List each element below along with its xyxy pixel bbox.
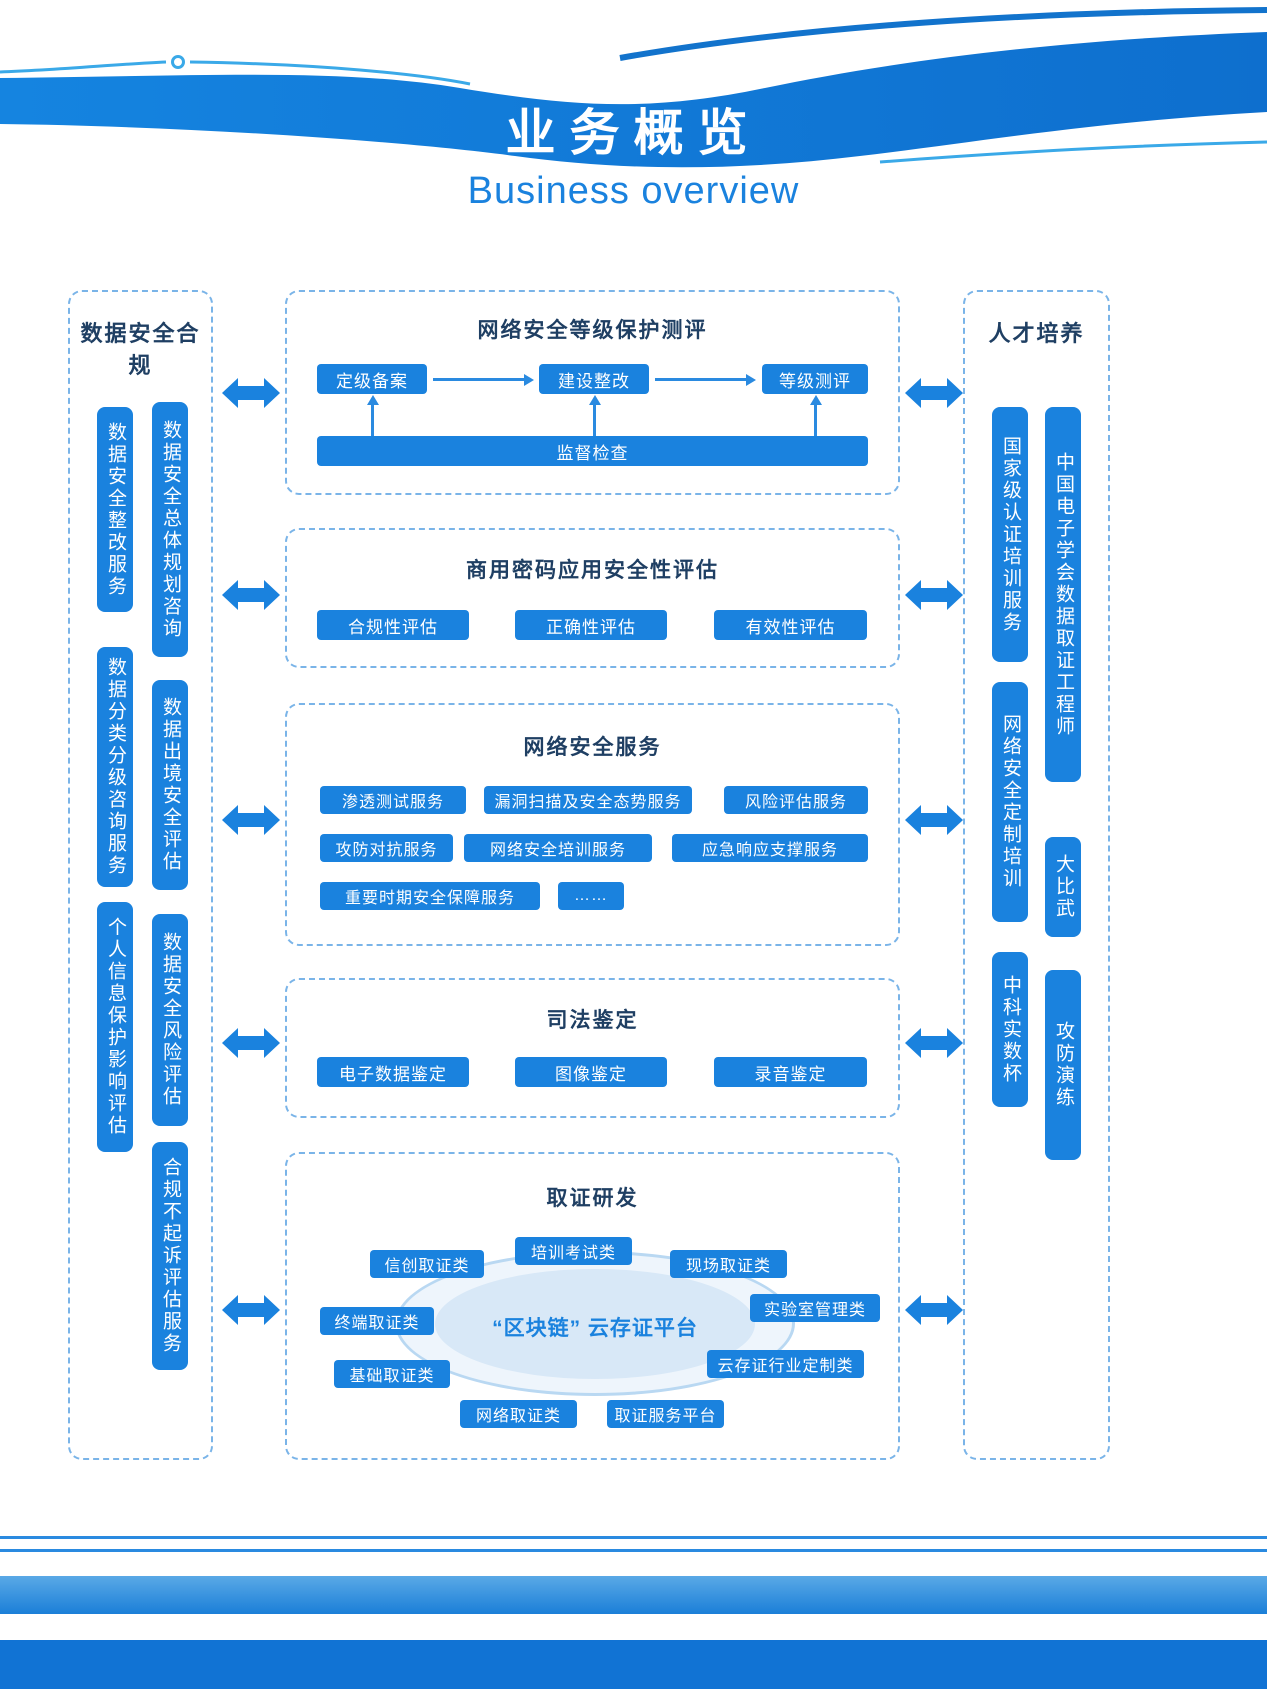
section-level-protection: 网络安全等级保护测评 定级备案 建设整改 等级测评 监督检查	[285, 290, 900, 495]
page-title: 业务概览	[505, 105, 762, 161]
section-title-services: 网络安全服务	[523, 736, 662, 759]
connector-left-section5	[222, 1295, 280, 1325]
judicial-image: 图像鉴定	[515, 1057, 667, 1087]
crypto-effectiveness-assessment: 有效性评估	[714, 610, 867, 640]
left-item-export-assessment: 数据出境安全评估	[152, 680, 188, 890]
page-subtitle: Business overview	[467, 170, 800, 212]
section-forensics-rnd: 取证研发 “区块链” 云存证平台 信创取证类 培训考试类 现场取证类 终端取证类…	[285, 1152, 900, 1460]
bottom-band-gradient	[0, 1576, 1267, 1614]
forensics-network: 网络取证类	[460, 1400, 577, 1428]
left-item-non-prosecution: 合规不起诉评估服务	[152, 1142, 188, 1370]
connector-left-section2	[222, 580, 280, 610]
forensics-training-exam: 培训考试类	[515, 1237, 632, 1265]
step-construction-rectification: 建设整改	[539, 364, 649, 394]
left-item-pipa-assessment: 个人信息保护影响评估	[97, 902, 133, 1152]
left-item-risk-assessment: 数据安全风险评估	[152, 914, 188, 1126]
wave-band	[0, 32, 1267, 168]
blockchain-platform-label: “区块链” 云存证平台	[492, 1317, 698, 1340]
section-title-level-protection: 网络安全等级保护测评	[477, 319, 708, 342]
step-level-evaluation: 等级测评	[762, 364, 868, 394]
section-judicial: 司法鉴定 电子数据鉴定 图像鉴定 录音鉴定	[285, 978, 900, 1118]
forensics-cloud-custom: 云存证行业定制类	[707, 1350, 864, 1378]
forensics-service-platform: 取证服务平台	[607, 1400, 724, 1428]
right-item-custom-training: 网络安全定制培训	[992, 682, 1028, 922]
connector-right-section3	[905, 805, 963, 835]
arrow-supervision-step3	[809, 395, 822, 436]
header-wave-graphic	[0, 7, 1267, 168]
judicial-electronic-data: 电子数据鉴定	[317, 1057, 469, 1087]
platform-ellipse-inner	[435, 1269, 755, 1379]
service-emergency-response: 应急响应支撑服务	[672, 834, 868, 862]
bottom-band-solid	[0, 1640, 1267, 1689]
decor-circle	[171, 55, 185, 69]
right-item-competition: 大比武	[1045, 837, 1081, 937]
right-thin-line	[879, 140, 1267, 164]
bottom-thin-line-1	[0, 1536, 1267, 1539]
section-security-services: 网络安全服务 渗透测试服务 漏洞扫描及安全态势服务 风险评估服务 攻防对抗服务 …	[285, 703, 900, 946]
judicial-audio: 录音鉴定	[714, 1057, 867, 1087]
service-attack-defense: 攻防对抗服务	[320, 834, 453, 862]
right-item-forensics-engineer: 中国电子学会数据取证工程师	[1045, 407, 1081, 782]
service-risk-assessment: 风险评估服务	[724, 786, 868, 814]
arrow-step1-step2	[433, 373, 534, 386]
right-item-zhongke-cup: 中科实数杯	[992, 952, 1028, 1107]
arrow-supervision-step1	[366, 395, 379, 436]
forensics-lab-management: 实验室管理类	[750, 1294, 880, 1322]
service-key-period-assurance: 重要时期安全保障服务	[320, 882, 540, 910]
forensics-basic: 基础取证类	[334, 1360, 450, 1388]
service-penetration-testing: 渗透测试服务	[320, 786, 466, 814]
step-grading-filing: 定级备案	[317, 364, 427, 394]
connector-left-section4	[222, 1028, 280, 1058]
left-item-rectification-service: 数据安全整改服务	[97, 407, 133, 612]
service-more-ellipsis: ……	[558, 882, 624, 910]
panel-talent-cultivation: 人才培养 国家级认证培训服务 网络安全定制培训 中科实数杯 中国电子学会数据取证…	[963, 290, 1110, 1460]
left-item-planning-consulting: 数据安全总体规划咨询	[152, 402, 188, 657]
section-title-crypto: 商用密码应用安全性评估	[466, 559, 719, 582]
right-item-attack-defense-drill: 攻防演练	[1045, 970, 1081, 1160]
left-panel-title: 数据安全合规	[80, 321, 201, 378]
right-panel-title: 人才培养	[988, 321, 1085, 346]
forensics-terminal: 终端取证类	[320, 1307, 434, 1335]
left-item-classification-consulting: 数据分类分级咨询服务	[97, 647, 133, 887]
connector-right-section4	[905, 1028, 963, 1058]
left-thin-line	[0, 60, 167, 74]
section-crypto-assessment: 商用密码应用安全性评估 合规性评估 正确性评估 有效性评估	[285, 528, 900, 668]
bottom-thin-line-2	[0, 1549, 1267, 1552]
forensics-onsite: 现场取证类	[670, 1250, 787, 1278]
connector-right-section2	[905, 580, 963, 610]
panel-data-security-compliance: 数据安全合规 数据安全整改服务 数据分类分级咨询服务 个人信息保护影响评估 数据…	[68, 290, 213, 1460]
supervision-inspection-bar: 监督检查	[317, 436, 868, 466]
forensics-xinchuang: 信创取证类	[370, 1250, 484, 1278]
top-right-dark-curve	[619, 7, 1267, 61]
crypto-compliance-assessment: 合规性评估	[317, 610, 469, 640]
connector-right-section5	[905, 1295, 963, 1325]
connector-right-section1	[905, 378, 963, 408]
left-thin-line-2	[189, 60, 471, 86]
crypto-correctness-assessment: 正确性评估	[515, 610, 667, 640]
arrow-supervision-step2	[588, 395, 601, 436]
connector-left-section1	[222, 378, 280, 408]
right-item-national-certification: 国家级认证培训服务	[992, 407, 1028, 662]
connector-left-section3	[222, 805, 280, 835]
section-title-forensics: 取证研发	[546, 1187, 639, 1210]
section-title-judicial: 司法鉴定	[546, 1009, 639, 1032]
arrow-step2-step3	[655, 373, 756, 386]
service-vulnerability-scanning: 漏洞扫描及安全态势服务	[484, 786, 692, 814]
service-security-training: 网络安全培训服务	[464, 834, 652, 862]
